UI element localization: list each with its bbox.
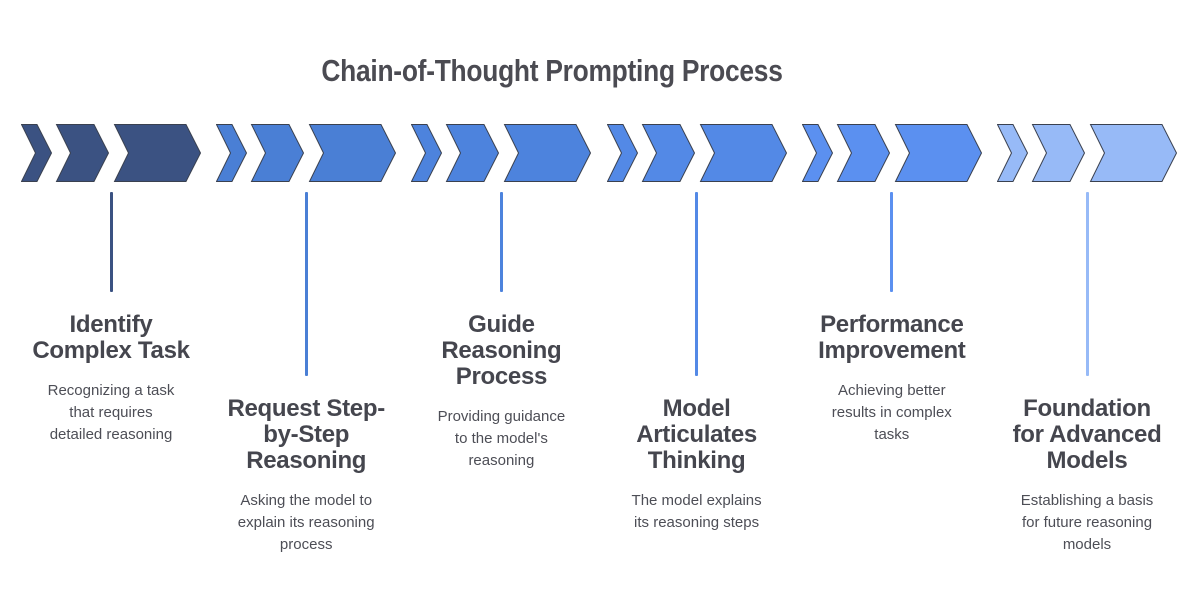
step-description: Recognizing a task that requires detaile… [47, 382, 175, 443]
connector-line [304, 192, 308, 376]
chevron-small-2-icon [55, 124, 110, 182]
chevron-large-icon [504, 124, 592, 182]
step-title: Guide Reasoning Process [441, 311, 562, 390]
chevron-small-1-icon [801, 124, 833, 182]
step-description: Asking the model to explain its reasonin… [237, 492, 375, 553]
chevron-arrow-group [411, 124, 592, 182]
chevron-arrow-group [997, 124, 1177, 182]
step-title: Identify Complex Task [32, 311, 190, 364]
chevron-arrow-group [606, 124, 787, 182]
step-description: Providing guidance to the model's reason… [437, 408, 566, 469]
step-title: Performance Improvement [818, 311, 966, 364]
connector-line [1085, 192, 1089, 376]
connector-line [695, 192, 699, 376]
chevron-large-icon [1089, 124, 1177, 182]
step-description: The model explains its reasoning steps [631, 492, 762, 531]
chevron-large-icon [894, 124, 982, 182]
diagram-title: Chain-of-Thought Prompting Process [321, 53, 783, 88]
chevron-large-icon [308, 124, 397, 182]
chevron-small-2-icon [641, 124, 695, 182]
step-title: Foundation for Advanced Models [1012, 395, 1162, 474]
step-description: Achieving better results in complex task… [831, 382, 952, 443]
chevron-small-2-icon [836, 124, 890, 182]
step-title: Request Step- by-Step Reasoning [227, 395, 385, 474]
chevron-small-1-icon [997, 124, 1029, 182]
chevron-large-icon [113, 124, 201, 182]
chevron-small-1-icon [411, 124, 443, 182]
connector-line [890, 192, 894, 292]
chevron-arrow-group [21, 124, 201, 182]
chevron-arrow-group [216, 124, 397, 182]
step-description: Establishing a basis for future reasonin… [1020, 492, 1154, 553]
chevron-small-1-icon [21, 124, 53, 182]
connector-line [109, 192, 113, 292]
chevron-small-1-icon [606, 124, 638, 182]
connector-line [499, 192, 503, 292]
step-title: Model Articulates Thinking [636, 395, 757, 474]
chevron-large-icon [699, 124, 787, 182]
chevron-small-2-icon [446, 124, 500, 182]
chevron-small-2-icon [250, 124, 305, 182]
chevron-small-1-icon [216, 124, 248, 182]
chevron-arrow-group [801, 124, 982, 182]
chevron-small-2-icon [1031, 124, 1086, 182]
